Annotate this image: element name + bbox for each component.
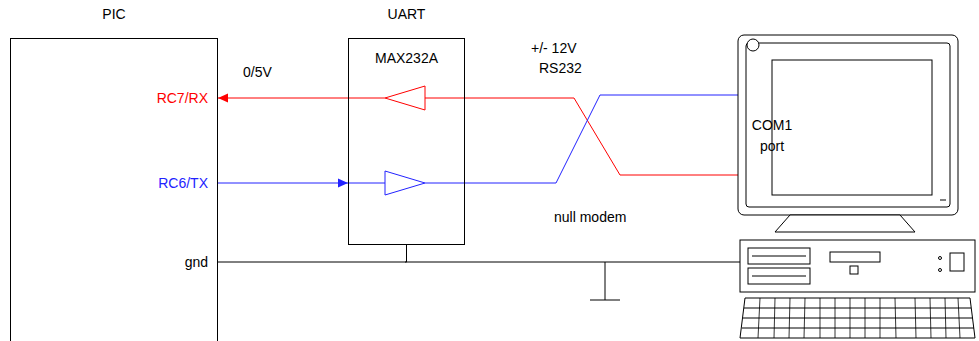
rs232-wires bbox=[348, 95, 738, 183]
port-name: COM1 port bbox=[744, 115, 800, 157]
signal-wire bbox=[218, 245, 407, 262]
signal-wire bbox=[218, 183, 348, 184]
chip-name: PIC bbox=[11, 5, 217, 23]
wire-label: null modem bbox=[554, 208, 626, 226]
arrow-head bbox=[218, 94, 228, 103]
ground-wire bbox=[405, 262, 740, 300]
voltage-label: +/- 12V bbox=[531, 39, 577, 57]
voltage-label: 0/5V bbox=[243, 63, 272, 81]
computer-illustration bbox=[738, 35, 975, 338]
signal-wire bbox=[218, 98, 348, 99]
uart-chip: UARTMAX232A bbox=[348, 38, 465, 245]
buffer-symbols bbox=[385, 86, 425, 195]
chip-name: MAX232A bbox=[349, 49, 464, 67]
pin-name: gnd bbox=[100, 253, 208, 271]
pin-name: RC7/RX bbox=[100, 89, 208, 107]
pin-name: RC6/TX bbox=[100, 174, 208, 192]
keyboard-keys bbox=[758, 298, 960, 338]
signal-name: RS232 bbox=[539, 59, 582, 77]
arrow-head bbox=[338, 179, 348, 188]
block-heading: UART bbox=[349, 5, 464, 23]
